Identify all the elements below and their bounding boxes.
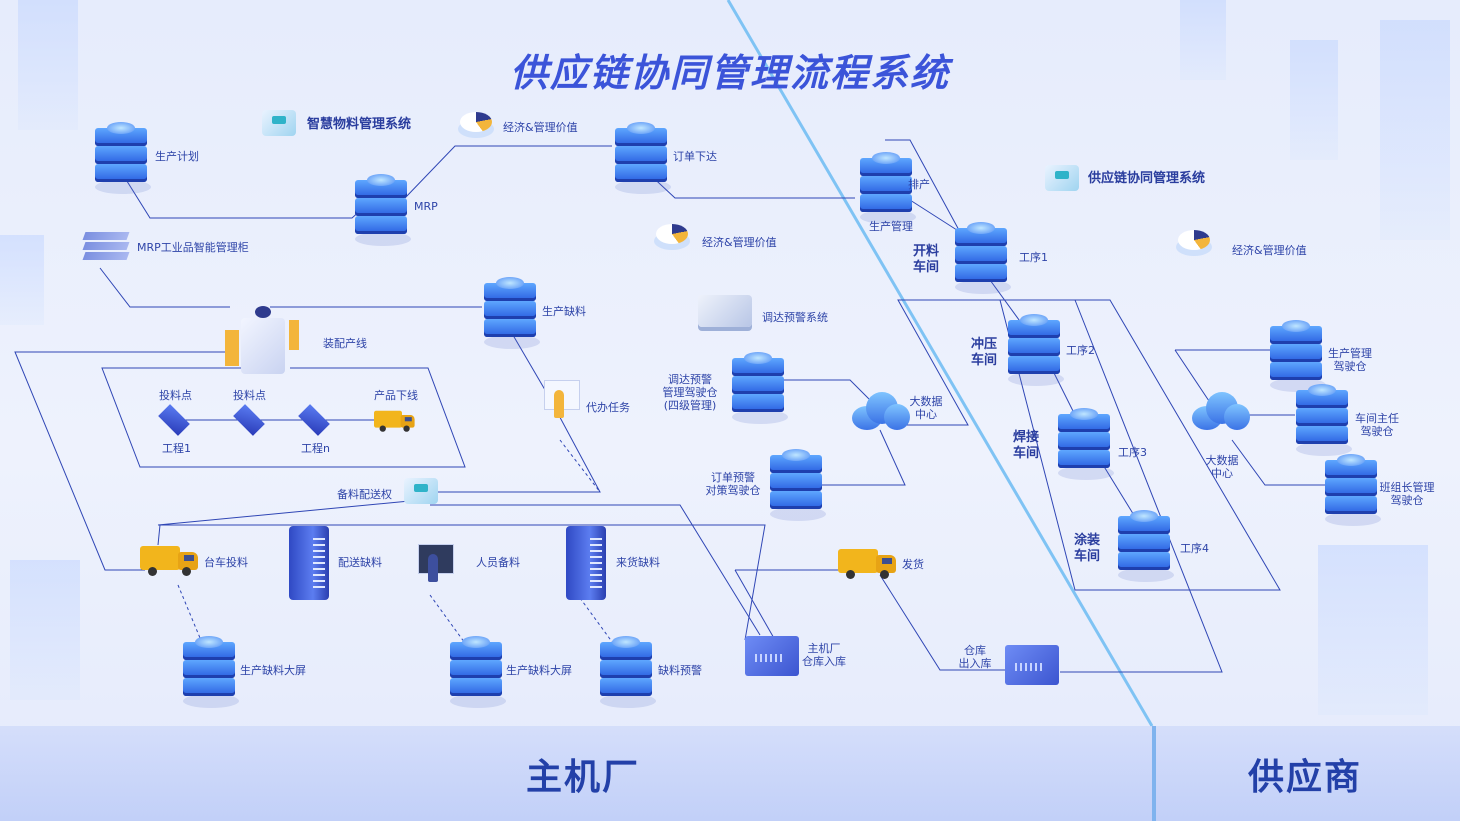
mrp-cabinet-label: MRP工业品智能管理柜 [137, 241, 249, 254]
main-warehouse-in-label: 主机厂 仓库入库 [802, 642, 846, 668]
rack-server-icon [289, 526, 329, 600]
screen-label: 生产缺料大屏 [506, 664, 572, 677]
order-alert-cockpit-label: 订单预警 对策驾驶仓 [705, 471, 761, 497]
workshop-label: 涂装 车间 [1073, 533, 1100, 564]
server-icon [484, 277, 540, 349]
truck-icon [838, 545, 896, 579]
dispatch-alert-system-label: 调达预警系统 [762, 311, 828, 324]
bg-building [1180, 0, 1226, 80]
bg-building [1290, 40, 1338, 160]
zone-divider [1152, 726, 1156, 821]
pie-chart-icon [1176, 230, 1212, 256]
person-task-icon [544, 380, 580, 420]
production-shortage-label: 生产缺料 [542, 305, 586, 318]
server-icon [1118, 510, 1174, 582]
warehouse-icon [1005, 645, 1059, 685]
delivery-shortage-label: 配送缺料 [338, 556, 382, 569]
rack-server-icon [566, 526, 606, 600]
dispatch-device-icon [404, 478, 438, 504]
bg-building [0, 235, 44, 325]
server-icon [1008, 314, 1064, 386]
cockpit-prod-mgmt-label: 生产管理 驾驶仓 [1328, 347, 1372, 373]
warehouse-inout-label: 仓库 出入库 [958, 644, 992, 670]
cockpit-team-label: 班组长管理 驾驶仓 [1379, 481, 1435, 507]
mrp-label: MRP [414, 200, 438, 213]
value-label: 经济&管理价值 [503, 121, 578, 134]
zone-oem-label: 主机厂 [526, 757, 641, 798]
supply-chain-label: 供应链协同管理系统 [1088, 171, 1206, 186]
value-label: 经济&管理价值 [702, 236, 777, 249]
cloud-icon [1192, 392, 1250, 432]
product-offline-label: 产品下线 [374, 389, 418, 402]
project-n-label: 工程n [301, 442, 330, 455]
server-icon [615, 122, 671, 194]
feed-point-label: 投料点 [233, 389, 266, 402]
pie-chart-icon [654, 224, 690, 250]
zone-supplier-label: 供应商 [1248, 757, 1363, 798]
value-label: 经济&管理价值 [1232, 244, 1307, 257]
shortage-alert-label: 缺料预警 [658, 664, 702, 677]
server-icon [600, 636, 656, 708]
cloud-icon [852, 392, 910, 432]
assembly-line-label: 装配产线 [323, 337, 367, 350]
truck-icon [140, 542, 198, 576]
server-icon [183, 636, 239, 708]
server-icon [1270, 320, 1326, 392]
process-4-label: 工序4 [1180, 542, 1209, 555]
factory-icon [215, 300, 305, 380]
server-icon [732, 352, 788, 424]
server-icon [860, 152, 916, 224]
bg-building [10, 560, 80, 700]
ship-label: 发货 [902, 558, 924, 571]
bottom-band [0, 726, 1460, 821]
server-icon [355, 174, 411, 246]
staff-stock-label: 人员备料 [476, 556, 520, 569]
bg-building [1380, 20, 1450, 240]
server-icon [1058, 408, 1114, 480]
process-3-label: 工序3 [1118, 446, 1147, 459]
feed-point-label: 投料点 [159, 389, 192, 402]
proxy-task-label: 代办任务 [586, 401, 630, 414]
bg-building [1318, 545, 1428, 715]
server-icon [95, 122, 151, 194]
server-icon [955, 222, 1011, 294]
smart-material-icon [262, 110, 296, 136]
production-plan-label: 生产计划 [155, 150, 199, 163]
cabinet-icon [82, 232, 130, 262]
big-data-center-left-label: 大数据 中心 [909, 395, 943, 421]
stock-dispatch-label: 备料配送权 [337, 488, 392, 501]
server-icon [450, 636, 506, 708]
incoming-shortage-label: 来货缺料 [616, 556, 660, 569]
person-board-icon [418, 544, 454, 584]
cockpit-workshop-label: 车间主任 驾驶仓 [1355, 412, 1399, 438]
pie-chart-icon [458, 112, 494, 138]
server-icon [1296, 384, 1352, 456]
big-data-center-right-label: 大数据 中心 [1205, 454, 1239, 480]
workshop-label: 焊接 车间 [1012, 430, 1039, 461]
screen-label: 生产缺料大屏 [240, 664, 306, 677]
bg-building [18, 0, 78, 130]
process-1-label: 工序1 [1019, 251, 1048, 264]
workshop-label: 开料 车间 [912, 244, 939, 275]
order-issue-label: 订单下达 [673, 150, 717, 163]
server-icon [1325, 454, 1381, 526]
production-mgmt-label: 生产管理 [869, 220, 913, 233]
scheduling-label: 排产 [908, 178, 930, 191]
cart-feeding-label: 台车投料 [204, 556, 248, 569]
smart-material-label: 智慧物料管理系统 [307, 117, 412, 132]
warehouse-icon [745, 636, 799, 676]
project-1-label: 工程1 [162, 442, 191, 455]
workshop-label: 冲压 车间 [970, 337, 997, 368]
supply-chain-icon [1045, 165, 1079, 191]
server-icon [770, 449, 826, 521]
dispatch-cockpit-label: 调达预警 管理驾驶仓 (四级管理) [662, 373, 718, 412]
alert-device-icon [698, 295, 752, 327]
process-2-label: 工序2 [1066, 344, 1095, 357]
truck-icon [374, 408, 415, 432]
page-title: 供应链协同管理流程系统 [509, 51, 950, 95]
